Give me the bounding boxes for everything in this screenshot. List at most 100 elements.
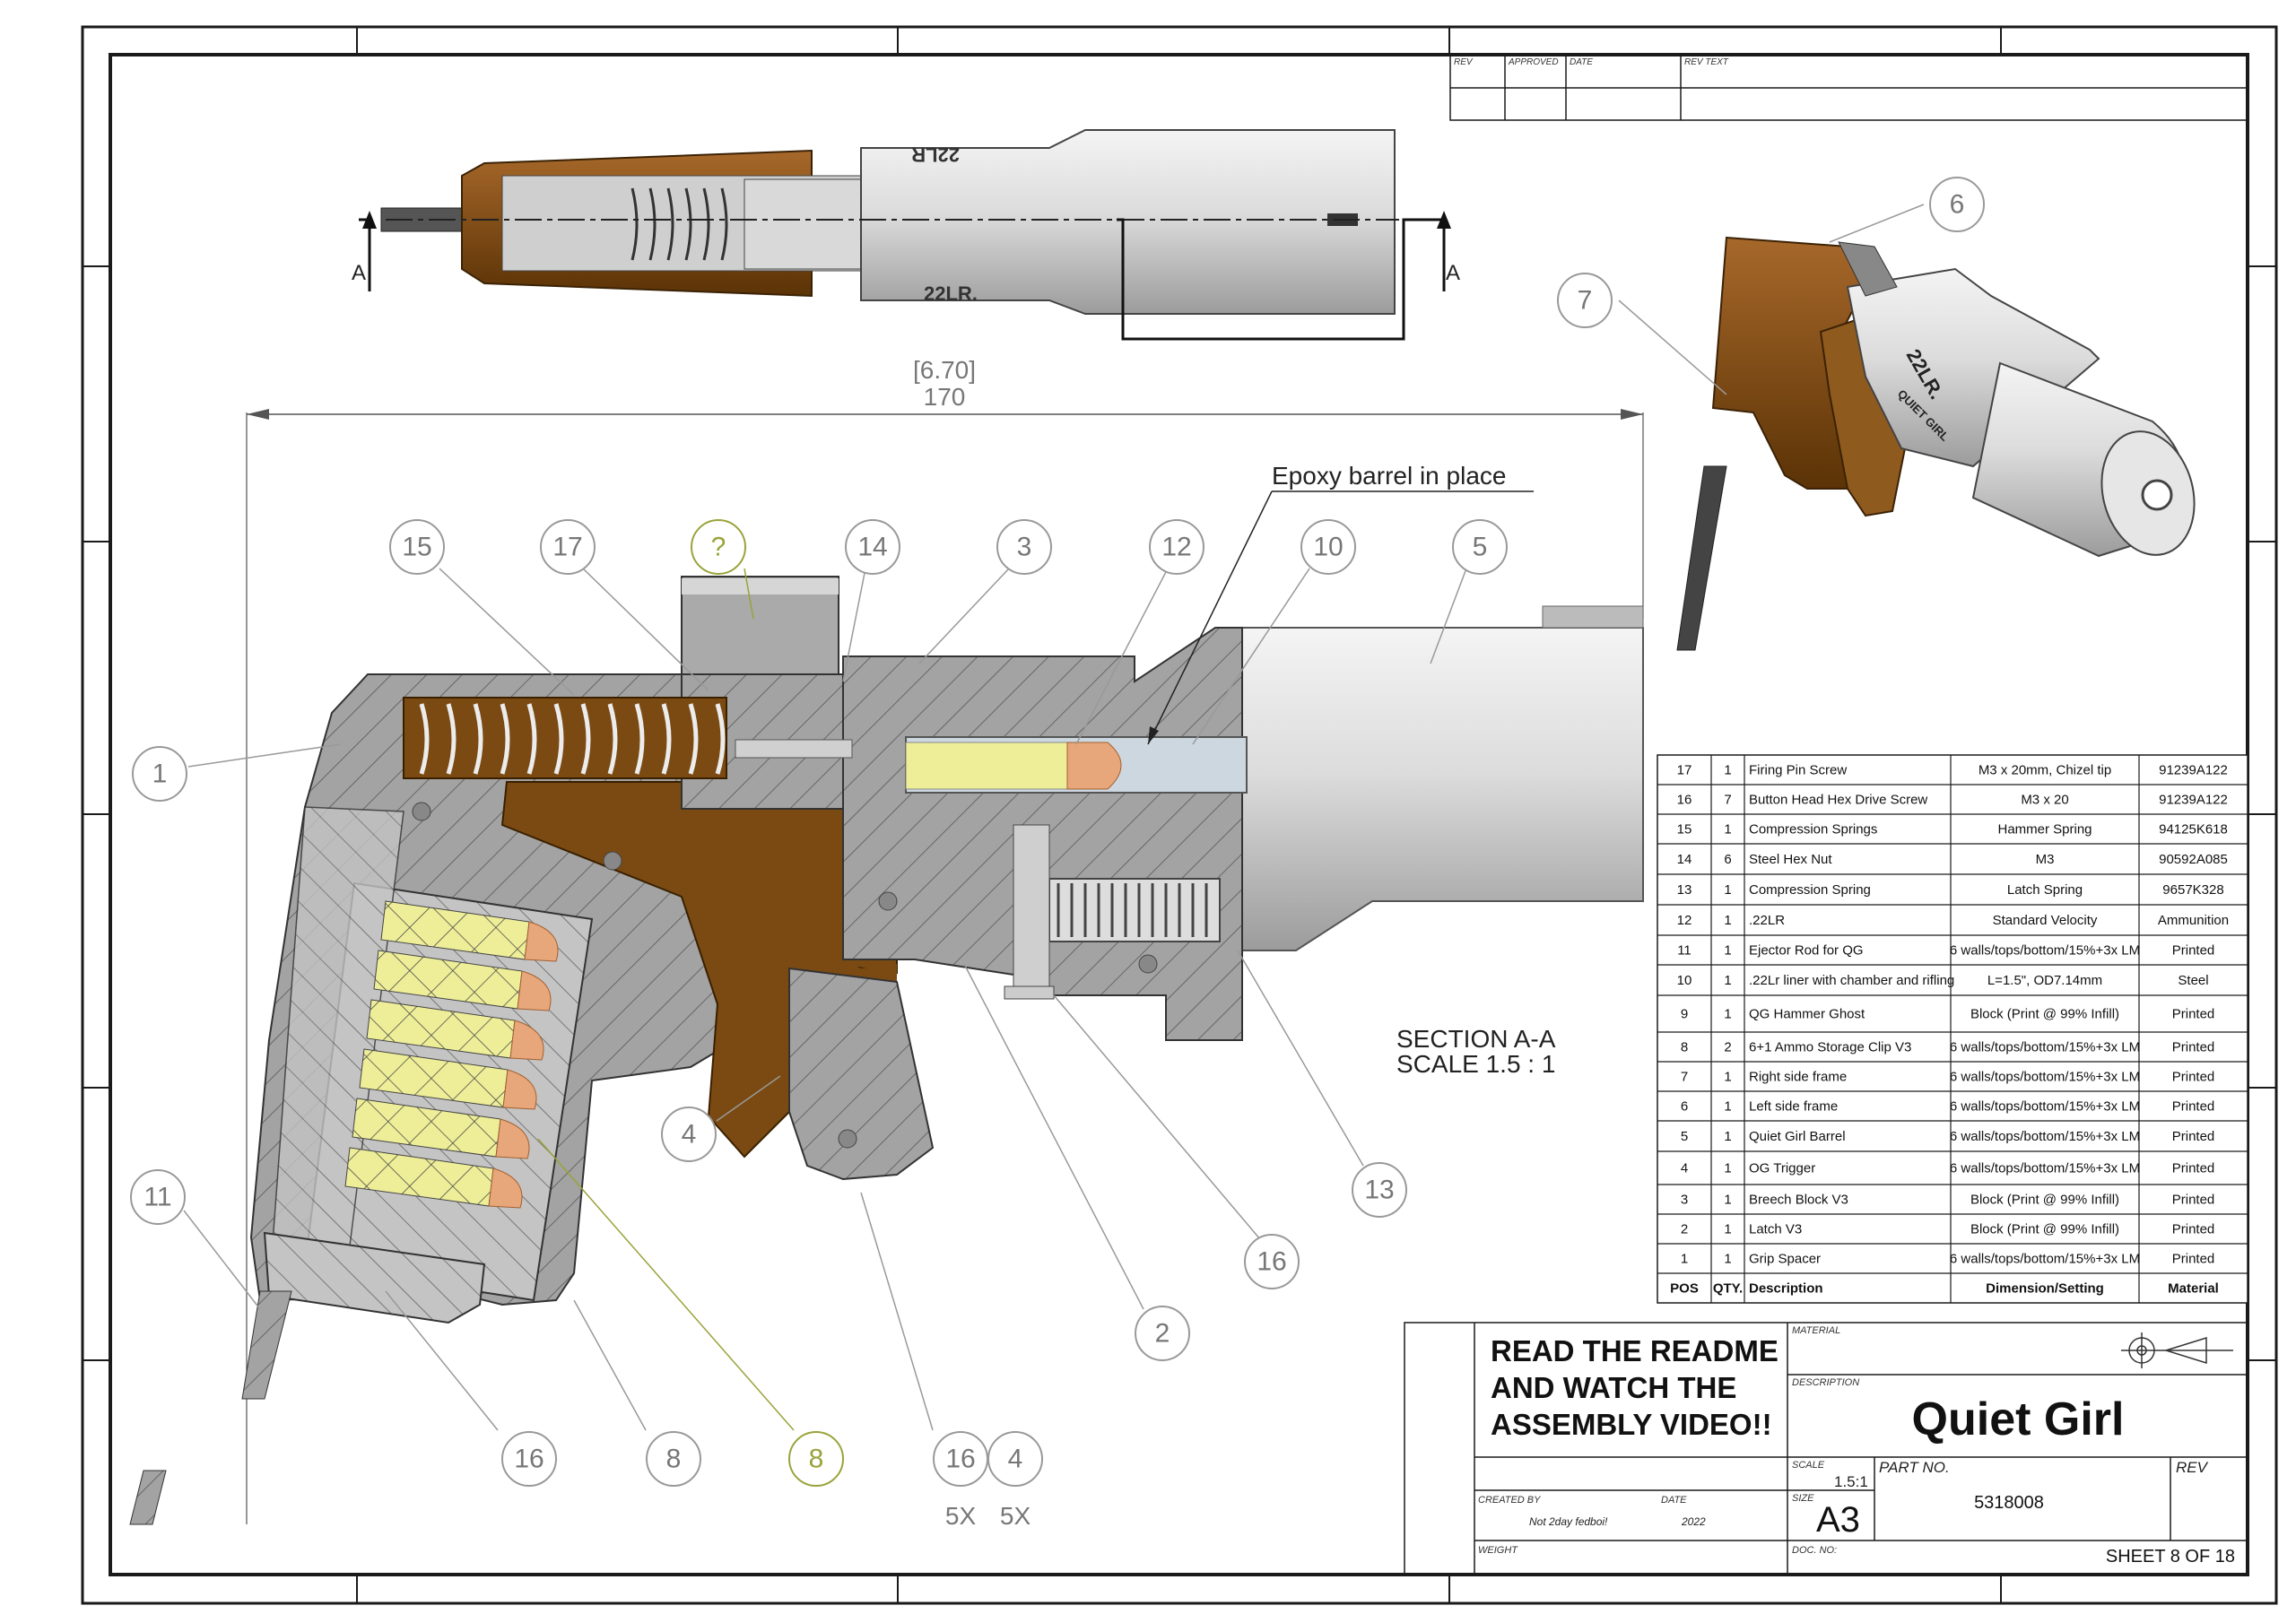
projection-symbol [2121,1332,2233,1368]
bom-cell: 7 [1681,1070,1688,1085]
bom-cell: 10 [1677,973,1692,988]
size-label: SIZE [1792,1493,1814,1504]
title-block: READ THE README AND WATCH THE ASSEMBLY V… [1404,1322,2248,1575]
bom-cell: 6 walls/tops/bottom/15%+3x LM [1950,1252,2140,1267]
bom-cell: 6 [1724,852,1731,867]
balloon-16-stack: 16 [933,1431,988,1487]
balloon-16-left: 16 [501,1431,557,1487]
rev-header: REV [1454,57,1474,67]
bom-cell: 6 [1681,1099,1688,1115]
balloon-2: 2 [1135,1306,1190,1361]
bom-cell: 9 [1681,1007,1688,1022]
balloon-7: 7 [1557,273,1613,328]
bom-cell: 9657K328 [2162,882,2223,898]
overall-length-dimension: [6.70] 170 [246,356,1644,1524]
balloon-14: 14 [845,519,900,575]
readme-line-2: AND WATCH THE [1491,1371,1736,1404]
svg-text:4: 4 [682,1120,697,1150]
bom-cell: 3 [1681,1193,1688,1208]
svg-text:7: 7 [1578,286,1593,316]
balloon-15: 15 [389,519,445,575]
drawing-title: Quiet Girl [1912,1393,2125,1445]
svg-text:15: 15 [402,533,431,562]
bom-cell: Printed [2172,943,2215,959]
bom-cell: .22Lr liner with chamber and rifling [1749,973,1954,988]
bom-cell: 6 walls/tops/bottom/15%+3x LM [1950,1070,2140,1085]
top-view: 22LR 22LR. A A [352,129,1460,341]
bom-cell: M3 x 20 [2021,793,2068,808]
bom-cell: 1 [1724,1099,1731,1115]
svg-text:2: 2 [1155,1319,1170,1349]
bom-header-cell: QTY. [1713,1281,1743,1297]
bom-cell: M3 [2036,852,2055,867]
svg-text:10: 10 [1313,533,1343,562]
bom-cell: 6 walls/tops/bottom/15%+3x LM [1950,1040,2140,1055]
section-marker-left: A [352,261,366,285]
svg-text:8: 8 [809,1445,824,1474]
balloon-12: 12 [1149,519,1205,575]
barrel-text-bottom: 22LR. [924,282,978,305]
bom-frame [1657,754,2248,1304]
svg-text:3: 3 [1017,533,1032,562]
bom-cell: Printed [2172,1129,2215,1144]
svg-text:11: 11 [144,1183,171,1212]
bom-cell: Compression Springs [1749,822,1877,838]
bom-cell: Block (Print @ 99% Infill) [1970,1007,2119,1022]
bom-cell: 17 [1677,763,1692,778]
balloon-6: 6 [1929,177,1985,232]
sheet-number: SHEET 8 OF 18 [2106,1547,2235,1567]
bom-cell: 1 [1724,943,1731,959]
bom-cell: .22LR [1749,913,1785,928]
bom-cell: Ejector Rod for QG [1749,943,1864,959]
bom-cell: Printed [2172,1099,2215,1115]
bom-header-cell: Dimension/Setting [1986,1281,2104,1297]
part-no: 5318008 [1974,1493,2044,1513]
bom-cell: Printed [2172,1007,2215,1022]
bom-cell: 91239A122 [2159,763,2228,778]
bom-cell: 91239A122 [2159,793,2228,808]
bom-cell: 1 [1724,1252,1731,1267]
bom-cell: Latch Spring [2007,882,2083,898]
balloons: 15 17 ? 14 3 12 10 5 1 4 11 13 16 2 16 8… [130,177,1985,1530]
dimension-inches: [6.70] [913,356,976,384]
bom-cell: Printed [2172,1161,2215,1176]
barrel-text-top: 22LR [911,143,960,166]
bom-cell: 1 [1724,1161,1731,1176]
balloon-17: 17 [540,519,596,575]
revision-table: REV APPROVED DATE REV TEXT [1449,54,2248,121]
balloon-1: 1 [132,746,187,802]
bom-cell: Right side frame [1749,1070,1847,1085]
qty-note-4: 5X [1000,1502,1031,1530]
balloon-16-right: 16 [1244,1234,1300,1289]
bom-cell: 1 [1724,913,1731,928]
bom-cell: Printed [2172,1222,2215,1237]
svg-text:13: 13 [1364,1176,1394,1205]
bom-cell: 5 [1681,1129,1688,1144]
callout-epoxy: Epoxy barrel in place [1272,462,1506,490]
bom-cell: Steel [2178,973,2208,988]
bom-cell: 1 [1724,1193,1731,1208]
balloon-4: 4 [661,1107,717,1162]
bom-cell: 1 [1724,1007,1731,1022]
section-marker-right: A [1446,261,1460,285]
description-label: DESCRIPTION [1792,1377,1859,1388]
bom-cell: Block (Print @ 99% Infill) [1970,1193,2119,1208]
bom-cell: Hammer Spring [1997,822,2092,838]
bom-cell: 6+1 Ammo Storage Clip V3 [1749,1040,1911,1055]
bom-cell: Printed [2172,1040,2215,1055]
bom-cell: Breech Block V3 [1749,1193,1848,1208]
bom-cell: 8 [1681,1040,1688,1055]
balloon-5: 5 [1452,519,1508,575]
